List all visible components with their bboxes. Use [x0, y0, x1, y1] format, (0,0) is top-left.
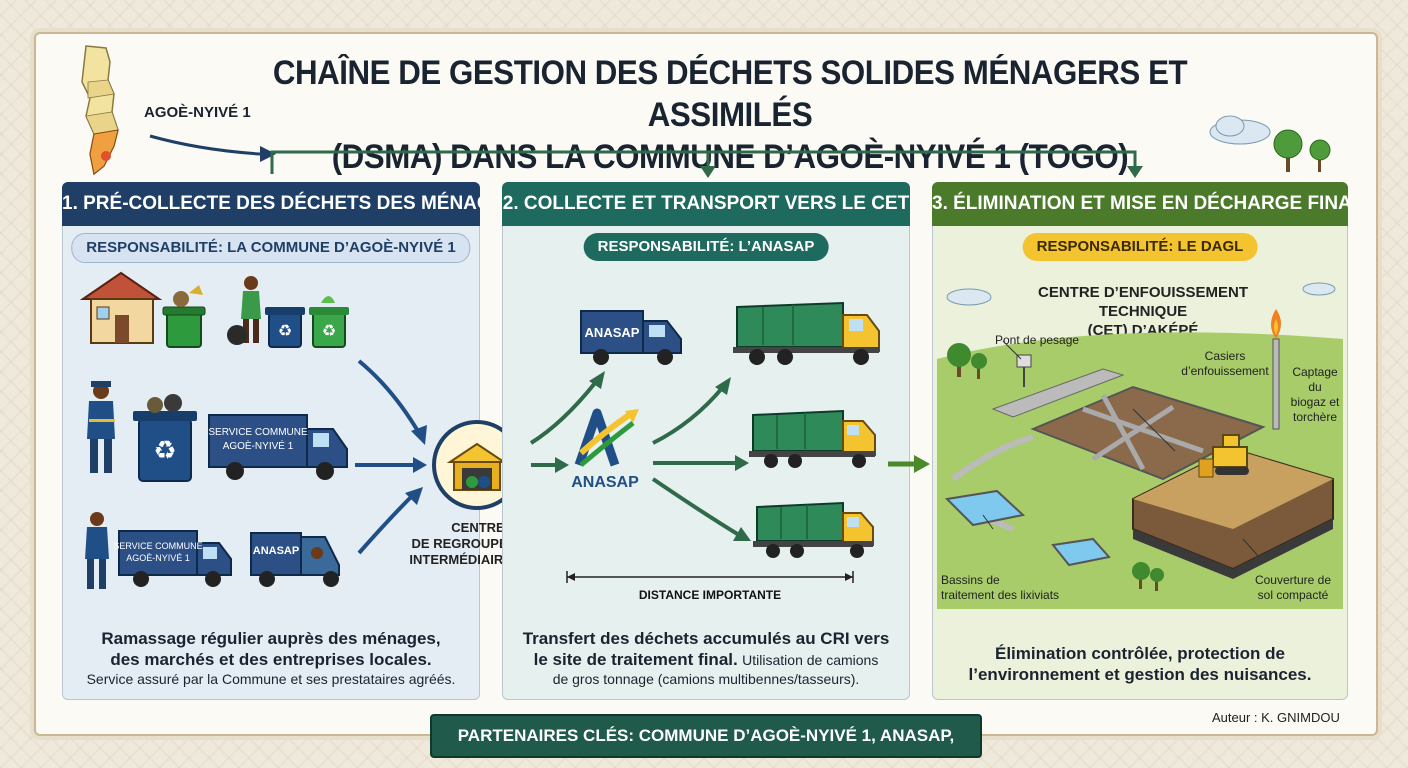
map-label: AGOÈ-NYIVÉ 1 [144, 104, 251, 121]
title-line-1: CHAÎNE DE GESTION DES DÉCHETS SOLIDES MÉ… [272, 54, 1188, 134]
label-bassins-2: traitement des lixiviats [941, 588, 1060, 602]
panel-1-desc-bold-1: Ramassage régulier auprès des ménages, [101, 629, 441, 648]
commune-truck-2-icon: SERVICE COMMUNE AGOÈ-NYIVÉ 1 [113, 530, 232, 587]
green-bin-icon [162, 285, 206, 348]
label-biogaz-4: torchère [1292, 410, 1338, 424]
panel-2-to-3-arrow [888, 455, 930, 473]
label-couverture-2: sol compacté [1257, 588, 1329, 602]
label-biogaz-1: Captage [1292, 365, 1338, 379]
label-biogaz: Captage du biogaz et torchère [1285, 365, 1345, 425]
panel-collecte: 2. COLLECTE ET TRANSPORT VERS LE CET RES… [502, 182, 910, 700]
house-icon [79, 271, 163, 344]
panel-precollecte: 1. PRÉ-COLLECTE DES DÉCHETS DES MÉNAGES … [62, 182, 480, 700]
label-bassins: Bassins de traitement des lixiviats [941, 573, 1081, 603]
label-couverture-1: Couverture de [1254, 573, 1332, 587]
panel-3-description: Élimination contrôlée, protection de l’e… [933, 643, 1347, 685]
svg-text:AGOÈ-NYIVÉ 1: AGOÈ-NYIVÉ 1 [126, 553, 190, 563]
panel-1-header: 1. PRÉ-COLLECTE DES DÉCHETS DES MÉNAGES [62, 182, 480, 226]
title-line-2: (DSMA) DANS LA COMMUNE D’AGOÈ-NYIVÉ 1 (T… [331, 138, 1129, 176]
tricycle-icon: ANASAP [250, 532, 340, 587]
panel-1-desc-normal: Service assuré par la Commune et ses pre… [86, 671, 456, 687]
svg-text:ANASAP: ANASAP [253, 545, 299, 557]
panel-2-responsibility: RESPONSABILITÉ: L’ANASAP [583, 233, 829, 261]
svg-text:DISTANCE IMPORTANTE: DISTANCE IMPORTANTE [639, 588, 781, 602]
commune-truck-icon: SERVICE COMMUNE AGOÈ-NYIVÉ 1 [208, 414, 348, 480]
svg-text:AGOÈ-NYIVÉ 1: AGOÈ-NYIVÉ 1 [223, 439, 294, 452]
svg-text:SERVICE COMMUNE: SERVICE COMMUNE [113, 541, 202, 551]
svg-text:ANASAP: ANASAP [585, 325, 640, 340]
panel-2-header: 2. COLLECTE ET TRANSPORT VERS LE CET [502, 182, 910, 226]
compactor-truck-3-icon [753, 501, 874, 558]
panel-2-desc-normal-a: Utilisation de camions [742, 652, 879, 668]
label-biogaz-2: du [1308, 380, 1322, 394]
precollecte-illustration: ♻ ♻ ♻ [79, 271, 427, 589]
biogas-flare-icon [1271, 309, 1281, 430]
label-pont-pesage: Pont de pesage [995, 333, 1080, 347]
green-recycle-bin-icon: ♻ [309, 296, 349, 348]
svg-text:SERVICE COMMUNE: SERVICE COMMUNE [208, 427, 308, 438]
large-recycle-bin-icon: ♻ [133, 394, 197, 482]
page-title: CHAÎNE DE GESTION DES DÉCHETS SOLIDES MÉ… [196, 52, 1263, 178]
panel-1-responsibility: RESPONSABILITÉ: LA COMMUNE D’AGOÈ-NYIVÉ … [71, 233, 471, 263]
panel-3-desc-bold-2: l’environnement et gestion des nuisances… [968, 665, 1312, 684]
worker-icon [87, 381, 115, 473]
worker-2-icon [85, 512, 109, 589]
panel-1-description: Ramassage régulier auprès des ménages, d… [63, 628, 479, 689]
panel-3-header: 3. ÉLIMINATION ET MISE EN DÉCHARGE FINAL… [932, 182, 1348, 226]
anasap-truck-icon: ANASAP [580, 310, 682, 365]
cet-title-1: CENTRE D’ENFOUISSEMENT TECHNIQUE [1037, 284, 1248, 320]
anasap-logo-icon: ANASAP [571, 408, 639, 491]
panel-2-description: Transfert des déchets accumulés au CRI v… [503, 628, 909, 689]
label-biogaz-3: biogaz et [1290, 395, 1340, 409]
blue-recycle-bin-icon: ♻ [265, 307, 305, 348]
label-couverture: Couverture de sol compacté [1245, 573, 1341, 603]
svg-text:♻: ♻ [322, 323, 336, 340]
panel-2-desc-bold-2: le site de traitement final. [533, 650, 738, 669]
collecte-illustration: ANASAP [529, 301, 880, 602]
label-bassins-1: Bassins de [941, 573, 1000, 587]
panel-elimination: 3. ÉLIMINATION ET MISE EN DÉCHARGE FINAL… [932, 182, 1348, 700]
panel-1-desc-bold-2: des marchés et des entreprises locales. [110, 650, 432, 669]
label-casiers: Casiers d’enfouissement [1175, 349, 1275, 379]
label-casiers-1: Casiers [1204, 349, 1246, 363]
compactor-truck-2-icon [749, 409, 876, 468]
compactor-truck-1-icon [733, 301, 880, 365]
cri-warehouse-icon [432, 420, 522, 510]
panel-3-responsibility: RESPONSABILITÉ: LE DAGL [1022, 233, 1258, 261]
partners-banner: PARTENAIRES CLÉS: COMMUNE D’AGOÈ-NYIVÉ 1… [430, 714, 982, 768]
cri-label-1: CENTRE [451, 520, 505, 535]
label-casiers-2: d’enfouissement [1181, 364, 1269, 378]
landfill-illustration [937, 282, 1343, 609]
svg-text:♻: ♻ [278, 323, 292, 340]
clouds-trees-decoration [1209, 115, 1331, 172]
author-credit: Auteur : K. GNIMDOU [1212, 710, 1340, 725]
panel-2-desc-normal-b: de gros tonnage (camions multibennes/tas… [552, 671, 860, 687]
togo-map-icon [81, 45, 119, 176]
svg-text:ANASAP: ANASAP [571, 474, 639, 491]
svg-text:♻: ♻ [153, 435, 176, 465]
bulldozer-icon [1198, 434, 1249, 478]
panel-2-desc-bold-1: Transfert des déchets accumulés au CRI v… [522, 629, 890, 648]
panel-3-desc-bold-1: Élimination contrôlée, protection de [995, 644, 1285, 663]
person-icon [227, 276, 261, 345]
top-flow-arrows [149, 134, 1143, 178]
